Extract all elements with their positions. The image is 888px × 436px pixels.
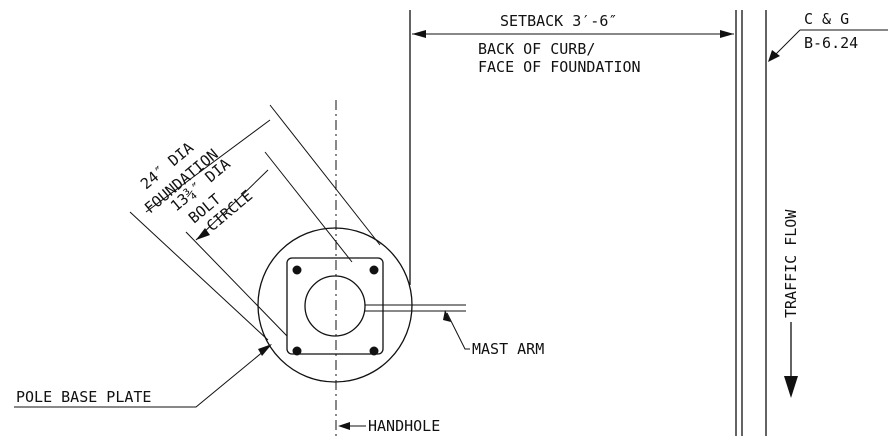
mast-arm-label: MAST ARM	[472, 340, 544, 358]
setback-label: SETBACK 3′-6″	[500, 12, 617, 30]
bolt-dim-line	[195, 169, 269, 241]
bolt-circle-dimension: 13¾″ DIA BOLT CIRCLE	[167, 151, 353, 337]
cg-label: C & G	[804, 10, 849, 28]
bolt-ext-right	[264, 151, 353, 263]
pole-base-plate	[286, 257, 384, 355]
bolt-ext-left	[185, 231, 288, 337]
bolt-dot-icon	[369, 265, 379, 275]
bolt-dot-icon	[292, 346, 302, 356]
foundation-dim-line	[145, 119, 271, 213]
foundation-ext-right	[269, 104, 381, 246]
pole-base-plate-leader	[14, 345, 271, 408]
foundation-ext-left	[129, 211, 269, 341]
arrowhead-icon	[412, 30, 426, 38]
handhole-label: HANDHOLE	[368, 417, 440, 435]
pole-base-plate-label: POLE BASE PLATE	[16, 388, 151, 406]
mast-arm-leader	[446, 312, 470, 350]
arrowhead-icon	[258, 344, 272, 356]
arrowhead-icon	[720, 30, 734, 38]
arrowhead-icon	[443, 310, 451, 322]
arrowhead-icon	[768, 50, 780, 62]
foundation-dimension: 24″ DIA FOUNDATION	[129, 104, 381, 341]
face-of-foundation-label: FACE OF FOUNDATION	[478, 58, 641, 76]
bolt-dot-icon	[369, 346, 379, 356]
cg-standard-label: B-6.24	[804, 34, 858, 52]
arrow-down-icon	[784, 376, 798, 398]
arrowhead-icon	[196, 228, 210, 240]
bolt-dot-icon	[292, 265, 302, 275]
pole-shaft-circle	[304, 275, 366, 337]
back-of-curb-label: BACK OF CURB/	[478, 40, 595, 58]
traffic-flow-label: TRAFFIC FLOW	[782, 209, 800, 318]
arrowhead-icon	[338, 422, 350, 430]
